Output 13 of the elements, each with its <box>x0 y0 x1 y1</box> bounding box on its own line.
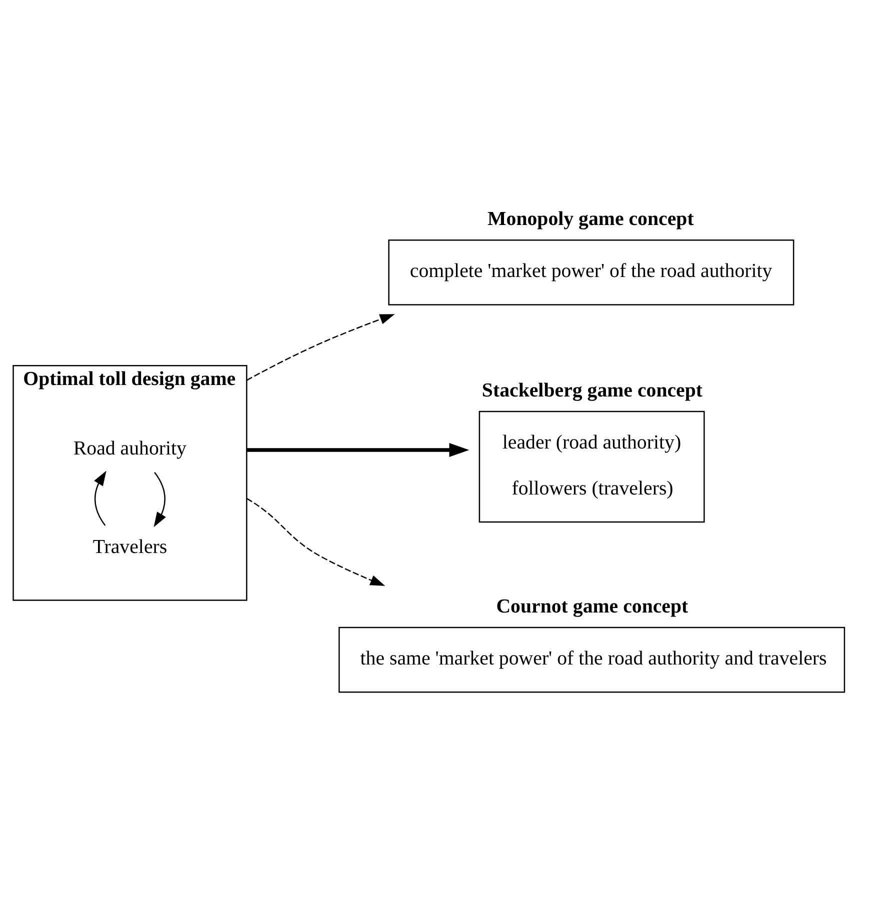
arrow <box>154 472 166 528</box>
node-label: Monopoly game concept <box>488 208 694 230</box>
node-text: Road auhority <box>73 438 186 460</box>
arrow <box>246 498 386 586</box>
node-text: Travelers <box>92 536 168 558</box>
node-label: Cournot game concept <box>496 595 688 618</box>
node-box: leader (road authority) followers (travelers) <box>478 410 705 523</box>
arrow <box>94 470 106 526</box>
node-box: complete 'market power' of the road authority <box>388 240 794 306</box>
node-box: the same 'market power' of the road authority and travelers <box>338 626 846 693</box>
node-label: Stackelberg game concept <box>482 379 703 402</box>
arrow <box>246 314 395 381</box>
arrow <box>246 443 470 457</box>
